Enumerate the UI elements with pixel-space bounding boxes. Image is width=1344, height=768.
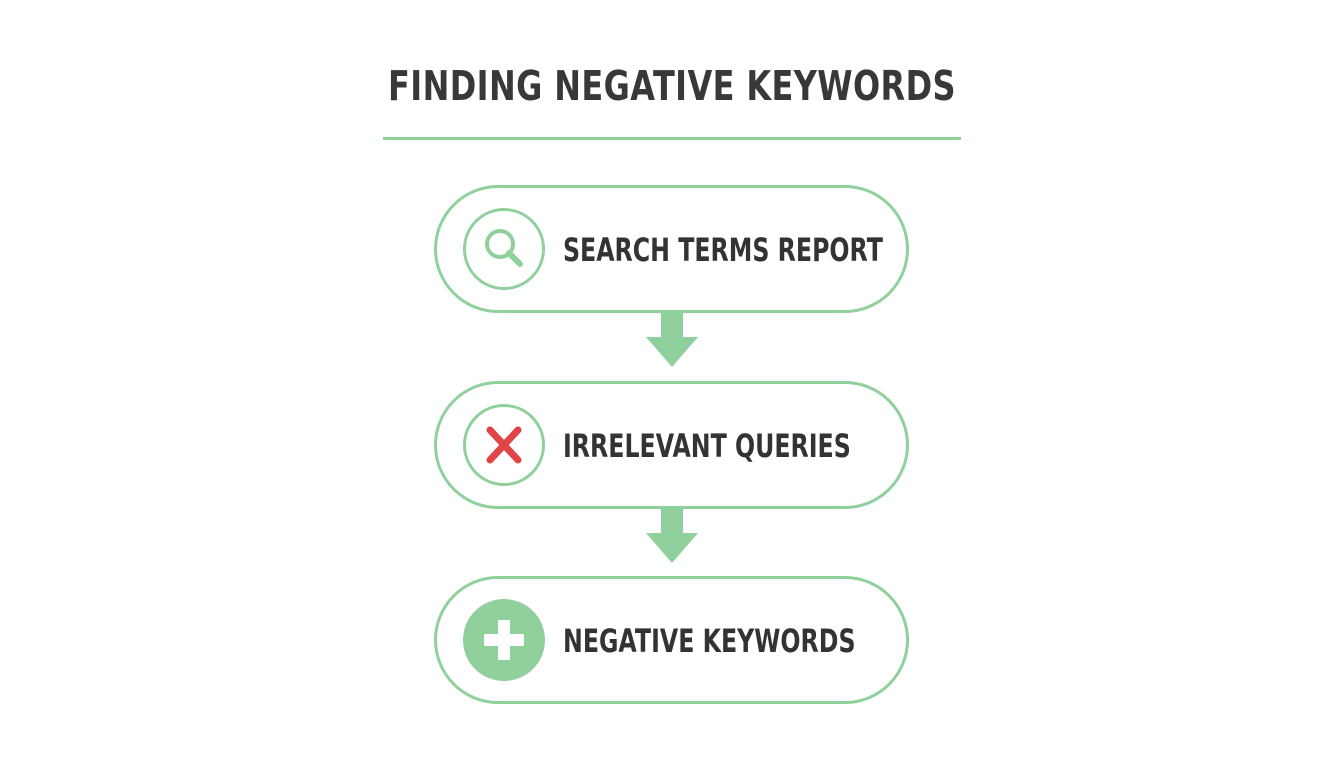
title-divider: [383, 137, 961, 140]
step-label: SEARCH TERMS REPORT: [563, 231, 883, 269]
page-title: FINDING NEGATIVE KEYWORDS: [388, 62, 956, 110]
step-label: NEGATIVE KEYWORDS: [563, 622, 856, 660]
arrow-down-icon: [646, 311, 698, 367]
arrow-down-icon: [646, 507, 698, 563]
plus-icon: [484, 620, 524, 660]
flow-step-negative-keywords: NEGATIVE KEYWORDS: [434, 576, 909, 704]
flow-step-irrelevant-queries: IRRELEVANT QUERIES: [434, 381, 909, 509]
search-badge: [463, 208, 545, 290]
flow-step-search-terms-report: SEARCH TERMS REPORT: [434, 185, 909, 313]
x-icon: [486, 426, 522, 464]
search-icon: [485, 229, 523, 267]
plus-badge: [463, 599, 545, 681]
step-label: IRRELEVANT QUERIES: [563, 427, 851, 465]
x-badge: [463, 404, 545, 486]
